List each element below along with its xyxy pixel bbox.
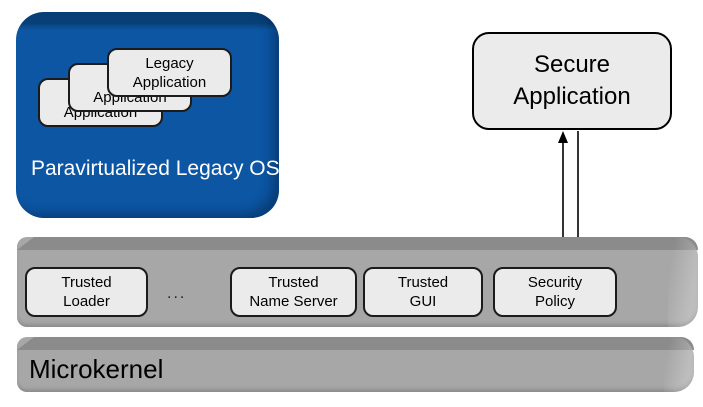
legacy-os-box: Legacy Application Legacy Application Le…: [16, 12, 280, 218]
up-arrowhead-icon: [558, 131, 568, 143]
secure-application-box: Secure Application: [472, 32, 672, 130]
legacy-app-box-front: Legacy Application: [107, 48, 232, 97]
secure-application-label: Secure Application: [513, 51, 631, 110]
trusted-gui-box: Trusted GUI: [363, 267, 483, 317]
legacy-os-label: Paravirtualized Legacy OS: [31, 157, 280, 180]
microkernel-label: Microkernel: [29, 354, 164, 384]
microkernel-bar: Microkernel: [17, 337, 694, 392]
legacy-app-label: Legacy Application: [132, 54, 207, 91]
security-policy-label: Security Policy: [527, 274, 583, 310]
security-policy-box: Security Policy: [493, 267, 617, 317]
trusted-gui-label: Trusted GUI: [397, 274, 449, 310]
trusted-loader-box: Trusted Loader: [25, 267, 148, 317]
trusted-loader-label: Trusted Loader: [61, 274, 112, 310]
trusted-layer-bar: Trusted Loader ... Trusted Name Server T…: [17, 237, 698, 327]
trusted-name-server-label: Trusted Name Server: [249, 274, 338, 310]
trusted-name-server-box: Trusted Name Server: [230, 267, 357, 317]
ellipsis-label: ...: [167, 285, 187, 302]
